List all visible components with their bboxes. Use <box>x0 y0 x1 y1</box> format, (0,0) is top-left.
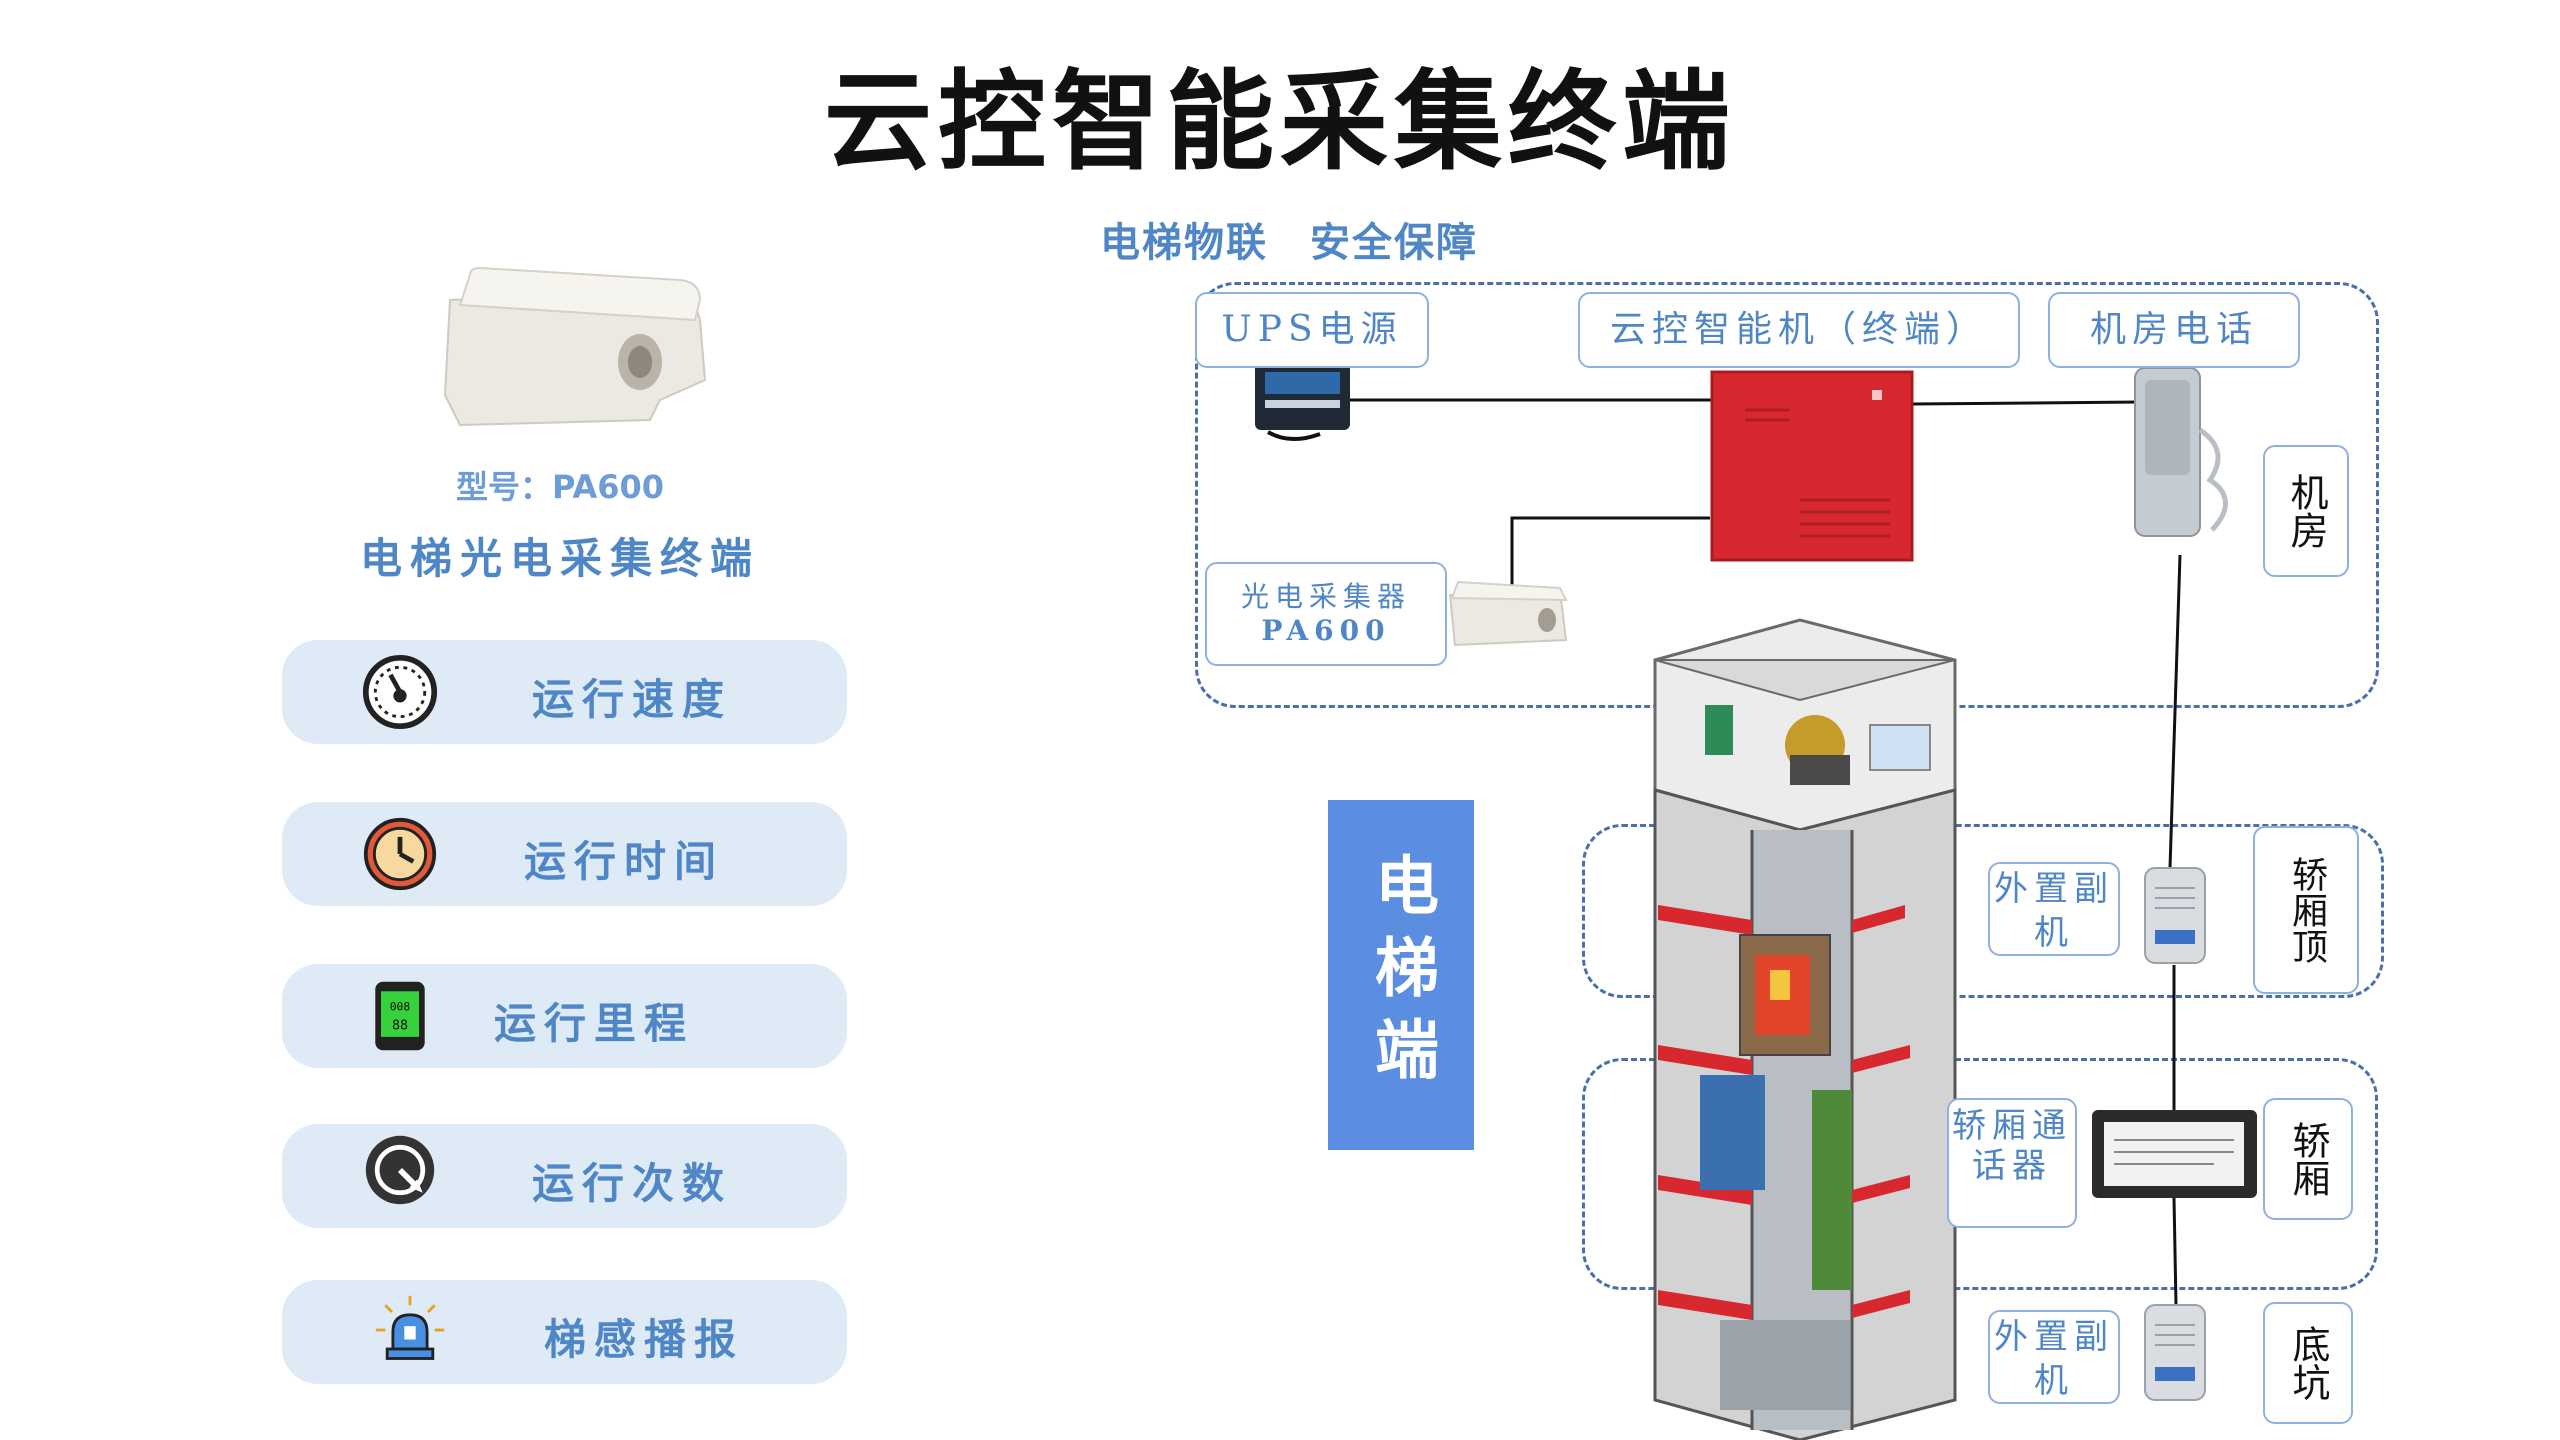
external-sub-device-top <box>2144 867 2206 964</box>
ups-power-device <box>1255 362 1350 441</box>
car-group <box>1582 1058 2378 1290</box>
collector-camera-small <box>1448 580 1568 647</box>
svg-text:88: 88 <box>392 1018 408 1033</box>
external-sub-top-label: 外置副机 <box>1988 862 2120 956</box>
alarm-light-icon <box>375 1295 445 1360</box>
collector-name: 光电采集器 <box>1240 580 1411 613</box>
page-title: 云控智能采集终端 <box>823 59 1736 185</box>
external-sub-pit-label: 外置副机 <box>1988 1310 2120 1404</box>
feature-broadcast: 梯感播报 <box>282 1280 847 1384</box>
room-phone-device <box>2134 367 2228 537</box>
pit-label: 底坑 <box>2263 1302 2353 1424</box>
feature-mileage: 008 88 运行里程 <box>282 964 847 1068</box>
feature-label-broadcast: 梯感播报 <box>544 1315 745 1364</box>
cloud-terminal-label: 云控智能机（终端） <box>1578 292 2020 368</box>
car-top-label: 轿厢顶 <box>2253 826 2359 994</box>
collector-model: PA600 <box>1261 614 1391 647</box>
car-intercom-device <box>2092 1110 2257 1198</box>
feature-label-speed: 运行速度 <box>532 675 733 724</box>
speedometer-icon <box>362 654 438 730</box>
feature-time: 运行时间 <box>282 802 847 906</box>
external-sub-device-pit <box>2144 1304 2206 1401</box>
car-intercom-label: 轿厢通话器 <box>1947 1098 2077 1228</box>
room-phone-label: 机房电话 <box>2048 292 2300 368</box>
machine-room-label: 机房 <box>2263 445 2349 577</box>
ups-power-label: UPS电源 <box>1195 292 1429 368</box>
car-label: 轿厢 <box>2263 1098 2353 1220</box>
product-name: 电梯光电采集终端 <box>359 534 760 583</box>
feature-label-time: 运行时间 <box>524 837 725 886</box>
feature-speed: 运行速度 <box>282 640 847 744</box>
feature-label-mileage: 运行里程 <box>494 999 695 1048</box>
clock-icon <box>363 817 437 891</box>
subtitle: 电梯物联 安全保障 <box>1100 219 1478 266</box>
elevator-shaft-illustration <box>1653 618 1957 1440</box>
svg-text:008: 008 <box>390 999 411 1013</box>
car-top-group <box>1582 824 2384 998</box>
feature-count: 运行次数 <box>282 1124 847 1228</box>
product-model: 型号：PA600 <box>455 468 665 506</box>
odometer-icon: 008 88 <box>375 981 425 1051</box>
cloud-terminal-device <box>1710 370 1914 562</box>
feature-label-count: 运行次数 <box>532 1159 733 1208</box>
connection-lines <box>1350 398 2182 1306</box>
collector-label: 光电采集器 PA600 <box>1205 562 1447 666</box>
count-icon <box>365 1135 435 1205</box>
elevator-end-label: 电梯端 <box>1328 800 1474 1150</box>
